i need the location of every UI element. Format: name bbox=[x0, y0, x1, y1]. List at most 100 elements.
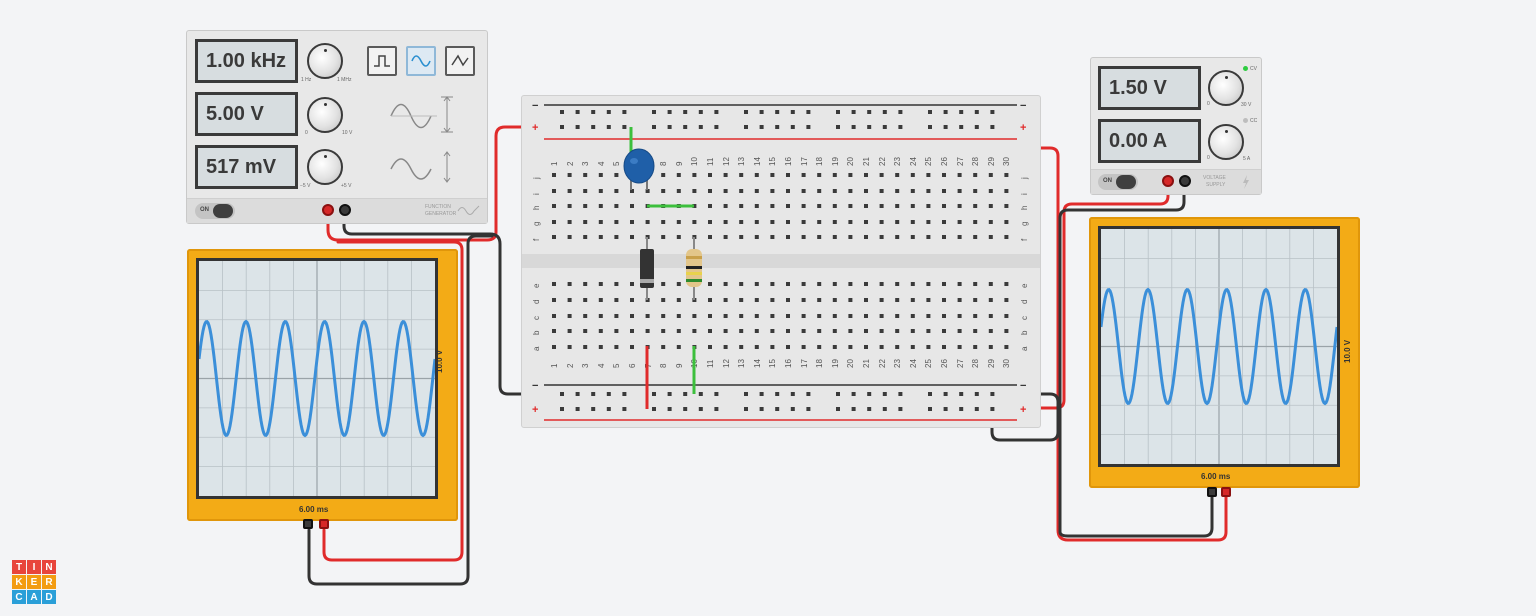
current-knob[interactable] bbox=[1208, 124, 1244, 160]
breadboard-hole[interactable] bbox=[676, 298, 681, 302]
breadboard-hole[interactable] bbox=[598, 220, 603, 224]
breadboard-hole[interactable] bbox=[848, 235, 853, 239]
breadboard-hole[interactable] bbox=[614, 220, 619, 224]
breadboard-hole[interactable] bbox=[714, 110, 719, 114]
breadboard-hole[interactable] bbox=[708, 282, 712, 286]
breadboard-hole[interactable] bbox=[775, 392, 780, 396]
breadboard-hole[interactable] bbox=[942, 282, 946, 286]
breadboard-hole[interactable] bbox=[567, 282, 572, 286]
breadboard-hole[interactable] bbox=[575, 110, 580, 114]
breadboard-hole[interactable] bbox=[739, 189, 744, 193]
breadboard-hole[interactable] bbox=[898, 392, 903, 396]
breadboard-hole[interactable] bbox=[754, 282, 759, 286]
breadboard-hole[interactable] bbox=[708, 189, 712, 193]
generator-positive-terminal[interactable] bbox=[322, 204, 334, 216]
breadboard-hole[interactable] bbox=[817, 298, 822, 302]
breadboard-hole[interactable] bbox=[652, 125, 656, 129]
breadboard-hole[interactable] bbox=[723, 345, 728, 349]
scope-positive-probe[interactable] bbox=[1221, 487, 1231, 497]
breadboard-hole[interactable] bbox=[583, 204, 588, 208]
breadboard-hole[interactable] bbox=[775, 125, 780, 129]
breadboard-hole[interactable] bbox=[973, 189, 978, 193]
supply-negative-terminal[interactable] bbox=[1179, 175, 1191, 187]
breadboard-hole[interactable] bbox=[630, 204, 634, 208]
breadboard-hole[interactable] bbox=[867, 407, 872, 411]
breadboard-hole[interactable] bbox=[926, 314, 931, 318]
breadboard-hole[interactable] bbox=[882, 110, 887, 114]
breadboard-hole[interactable] bbox=[567, 235, 572, 239]
breadboard-hole[interactable] bbox=[790, 110, 795, 114]
breadboard-hole[interactable] bbox=[973, 282, 978, 286]
breadboard-hole[interactable] bbox=[786, 329, 790, 333]
breadboard-hole[interactable] bbox=[926, 235, 931, 239]
breadboard-hole[interactable] bbox=[957, 329, 962, 333]
breadboard-hole[interactable] bbox=[806, 125, 811, 129]
breadboard-hole[interactable] bbox=[676, 282, 681, 286]
breadboard-hole[interactable] bbox=[723, 173, 728, 177]
breadboard-hole[interactable] bbox=[754, 329, 759, 333]
breadboard-hole[interactable] bbox=[786, 298, 790, 302]
breadboard-hole[interactable] bbox=[959, 110, 964, 114]
breadboard-hole[interactable] bbox=[942, 173, 946, 177]
breadboard-hole[interactable] bbox=[598, 173, 603, 177]
breadboard-hole[interactable] bbox=[988, 314, 993, 318]
breadboard-hole[interactable] bbox=[786, 345, 790, 349]
breadboard-hole[interactable] bbox=[775, 407, 780, 411]
breadboard-hole[interactable] bbox=[667, 125, 672, 129]
breadboard-hole[interactable] bbox=[723, 282, 728, 286]
breadboard-hole[interactable] bbox=[552, 329, 556, 333]
breadboard-hole[interactable] bbox=[770, 189, 775, 193]
breadboard-hole[interactable] bbox=[879, 189, 884, 193]
breadboard-hole[interactable] bbox=[598, 282, 603, 286]
breadboard-hole[interactable] bbox=[959, 407, 964, 411]
breadboard-hole[interactable] bbox=[895, 204, 900, 208]
scope-positive-probe[interactable] bbox=[319, 519, 329, 529]
breadboard-hole[interactable] bbox=[926, 189, 931, 193]
breadboard-hole[interactable] bbox=[879, 235, 884, 239]
breadboard-hole[interactable] bbox=[879, 204, 884, 208]
breadboard-hole[interactable] bbox=[864, 314, 868, 318]
breadboard-hole[interactable] bbox=[714, 125, 719, 129]
breadboard-hole[interactable] bbox=[661, 314, 666, 318]
breadboard-hole[interactable] bbox=[817, 173, 822, 177]
breadboard-hole[interactable] bbox=[864, 173, 868, 177]
breadboard-hole[interactable] bbox=[622, 407, 627, 411]
breadboard-hole[interactable] bbox=[851, 125, 856, 129]
breadboard-hole[interactable] bbox=[1004, 345, 1009, 349]
breadboard-hole[interactable] bbox=[848, 204, 853, 208]
breadboard-hole[interactable] bbox=[770, 345, 775, 349]
breadboard-hole[interactable] bbox=[988, 173, 993, 177]
breadboard-hole[interactable] bbox=[552, 189, 556, 193]
breadboard-hole[interactable] bbox=[698, 125, 703, 129]
breadboard-hole[interactable] bbox=[652, 407, 656, 411]
breadboard-hole[interactable] bbox=[759, 392, 764, 396]
breadboard-hole[interactable] bbox=[990, 392, 995, 396]
breadboard-hole[interactable] bbox=[770, 235, 775, 239]
breadboard-hole[interactable] bbox=[692, 282, 697, 286]
breadboard-hole[interactable] bbox=[990, 407, 995, 411]
scope-negative-probe[interactable] bbox=[1207, 487, 1217, 497]
breadboard-hole[interactable] bbox=[895, 314, 900, 318]
breadboard-hole[interactable] bbox=[770, 173, 775, 177]
breadboard-hole[interactable] bbox=[832, 235, 837, 239]
breadboard-hole[interactable] bbox=[973, 204, 978, 208]
breadboard-hole[interactable] bbox=[943, 407, 948, 411]
breadboard-hole[interactable] bbox=[552, 173, 556, 177]
breadboard-hole[interactable] bbox=[910, 298, 915, 302]
breadboard-hole[interactable] bbox=[1004, 314, 1009, 318]
breadboard-hole[interactable] bbox=[864, 345, 868, 349]
breadboard-hole[interactable] bbox=[879, 314, 884, 318]
breadboard-hole[interactable] bbox=[817, 189, 822, 193]
breadboard-hole[interactable] bbox=[661, 282, 666, 286]
breadboard-hole[interactable] bbox=[676, 345, 681, 349]
breadboard-hole[interactable] bbox=[973, 345, 978, 349]
breadboard-hole[interactable] bbox=[836, 392, 840, 396]
breadboard-hole[interactable] bbox=[926, 173, 931, 177]
breadboard-hole[interactable] bbox=[988, 345, 993, 349]
breadboard-hole[interactable] bbox=[988, 204, 993, 208]
breadboard-hole[interactable] bbox=[614, 189, 619, 193]
breadboard-hole[interactable] bbox=[973, 314, 978, 318]
breadboard-hole[interactable] bbox=[770, 329, 775, 333]
breadboard-hole[interactable] bbox=[552, 298, 556, 302]
breadboard-hole[interactable] bbox=[957, 314, 962, 318]
